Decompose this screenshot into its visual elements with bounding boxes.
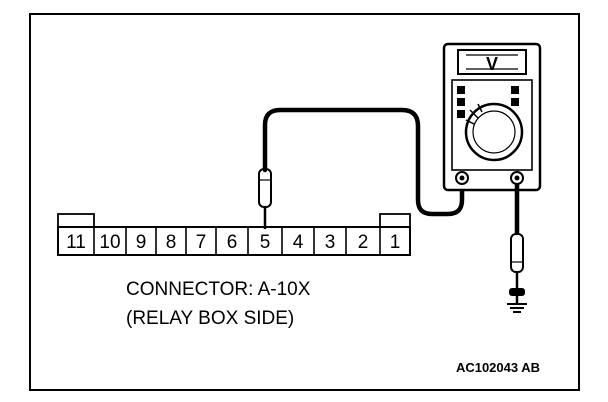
connector-caption-line1: CONNECTOR: A-10X — [126, 279, 311, 300]
pin-label-9: 9 — [136, 232, 147, 253]
probe-handle — [258, 168, 272, 208]
display-v-symbol: V — [486, 54, 498, 74]
pin-label-1: 1 — [390, 232, 401, 253]
pin-label-4: 4 — [293, 232, 304, 253]
pin-label-10: 10 — [99, 232, 120, 253]
pin-label-2: 2 — [358, 232, 369, 253]
pin-label-6: 6 — [227, 232, 238, 253]
ground-probe-handle — [510, 233, 524, 273]
pin-label-11: 11 — [66, 232, 86, 253]
ground-lead — [507, 184, 527, 313]
figure-frame — [29, 13, 580, 391]
test-probe-pin-5 — [258, 168, 272, 229]
connector-a-10x: 11 10 9 8 7 6 5 4 3 2 1 — [57, 213, 411, 256]
connector-caption-line2: (RELAY BOX SIDE) — [126, 308, 294, 329]
meter-button-2 — [457, 98, 465, 106]
meter-terminal-left-center — [459, 175, 465, 181]
pin-label-8: 8 — [166, 232, 177, 253]
ground-icon — [507, 303, 527, 313]
meter-button-3 — [457, 110, 465, 118]
meter-terminal-right-center — [514, 175, 520, 181]
pin-label-3: 3 — [325, 232, 336, 253]
range-dial — [464, 102, 524, 162]
multimeter: V — [442, 42, 542, 192]
multimeter-display — [457, 49, 527, 75]
connector-separators — [93, 227, 381, 255]
meter-button-1 — [457, 86, 465, 94]
pin-label-5: 5 — [260, 232, 271, 253]
meter-button-4 — [511, 86, 519, 94]
connector-body — [57, 226, 411, 256]
connector-left-latch — [57, 213, 95, 228]
connector-right-latch — [379, 213, 411, 228]
pin-label-7: 7 — [196, 232, 207, 253]
meter-button-5 — [511, 98, 519, 106]
test-lead-wire — [262, 107, 465, 217]
figure-code: AC102043 AB — [456, 360, 540, 375]
